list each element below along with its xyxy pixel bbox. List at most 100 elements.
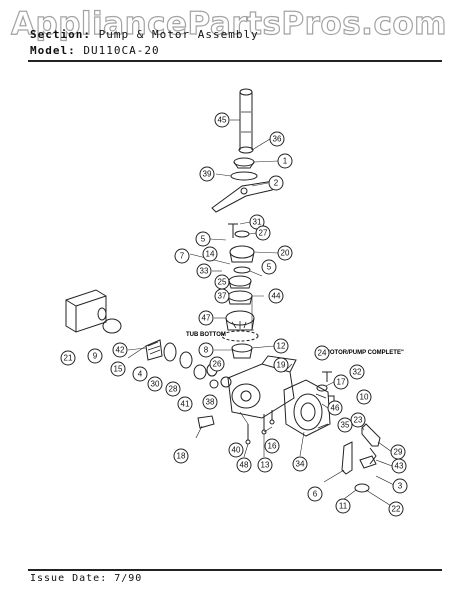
svg-text:31: 31	[253, 218, 262, 227]
callout-37: 37	[214, 288, 230, 304]
svg-text:46: 46	[331, 404, 340, 413]
svg-text:20: 20	[281, 249, 290, 258]
svg-text:33: 33	[200, 267, 209, 276]
svg-text:36: 36	[273, 135, 282, 144]
callout-44: 44	[268, 288, 284, 304]
svg-text:43: 43	[395, 462, 404, 471]
tub-bottom-note: TUB BOTTOM	[186, 332, 226, 338]
section-heading: Section: Pump & Motor Assembly	[30, 28, 259, 41]
motor-pump-note: "MOTOR/PUMP COMPLETE"	[322, 350, 404, 356]
svg-text:38: 38	[206, 398, 215, 407]
model-label: Model:	[30, 44, 76, 57]
svg-text:15: 15	[114, 365, 123, 374]
callout-28: 28	[165, 381, 181, 397]
callout-43: 43	[391, 458, 407, 474]
callout-38: 38	[202, 394, 218, 410]
footer-rule	[28, 569, 442, 571]
svg-text:32: 32	[353, 368, 362, 377]
svg-text:19: 19	[277, 361, 286, 370]
callout-9: 9	[87, 348, 103, 364]
svg-text:42: 42	[116, 346, 125, 355]
watermark-logo: AppliancePartsPros.com	[10, 5, 447, 42]
callout-13: 13	[257, 457, 273, 473]
callout-23: 23	[350, 412, 366, 428]
callout-7: 7	[174, 248, 190, 264]
callout-14: 14	[202, 246, 218, 262]
section-value: Pump & Motor Assembly	[98, 28, 259, 41]
svg-text:11: 11	[339, 502, 348, 511]
svg-text:41: 41	[181, 400, 190, 409]
callout-8: 8	[198, 342, 214, 358]
callout-29: 29	[390, 444, 406, 460]
callout-16: 16	[264, 438, 280, 454]
callout-42: 42	[112, 342, 128, 358]
svg-text:2: 2	[274, 179, 279, 188]
callout-48: 48	[236, 457, 252, 473]
svg-text:45: 45	[218, 116, 227, 125]
callout-18: 18	[173, 448, 189, 464]
svg-text:40: 40	[232, 446, 241, 455]
callout-6: 6	[307, 486, 323, 502]
svg-text:16: 16	[268, 442, 277, 451]
callout-3: 3	[392, 478, 408, 494]
svg-text:13: 13	[261, 461, 270, 470]
callout-33: 33	[196, 263, 212, 279]
svg-text:21: 21	[64, 354, 73, 363]
callout-25: 25	[214, 274, 230, 290]
callout-12: 12	[273, 338, 289, 354]
svg-text:22: 22	[392, 505, 401, 514]
svg-text:28: 28	[169, 385, 178, 394]
callout-21: 21	[60, 350, 76, 366]
svg-text:30: 30	[151, 380, 160, 389]
svg-text:24: 24	[318, 349, 327, 358]
svg-text:4: 4	[138, 370, 143, 379]
callout-39: 39	[199, 166, 215, 182]
issue-date: Issue Date: 7/90	[30, 573, 143, 584]
callout-34: 34	[292, 456, 308, 472]
svg-text:27: 27	[259, 229, 268, 238]
callout-32: 32	[349, 364, 365, 380]
header-rule	[28, 60, 442, 62]
callout-4: 4	[132, 366, 148, 382]
svg-text:18: 18	[177, 452, 186, 461]
callout-41: 41	[177, 396, 193, 412]
svg-text:44: 44	[272, 292, 281, 301]
callout-40: 40	[228, 442, 244, 458]
model-value: DU110CA-20	[83, 44, 160, 57]
svg-text:48: 48	[240, 461, 249, 470]
svg-text:23: 23	[354, 416, 363, 425]
svg-text:9: 9	[93, 352, 98, 361]
callout-17: 17	[333, 374, 349, 390]
callout-46: 46	[327, 400, 343, 416]
callout-20: 20	[277, 245, 293, 261]
svg-text:8: 8	[204, 346, 209, 355]
callout-5: 5	[195, 231, 211, 247]
svg-text:3: 3	[398, 482, 403, 491]
svg-text:25: 25	[218, 278, 227, 287]
callout-27: 27	[255, 225, 271, 241]
svg-text:34: 34	[296, 460, 305, 469]
callout-22: 22	[388, 501, 404, 517]
callout-35: 35	[337, 417, 353, 433]
callout-26: 26	[209, 356, 225, 372]
svg-text:14: 14	[206, 250, 215, 259]
svg-text:17: 17	[337, 378, 346, 387]
callout-47: 47	[198, 310, 214, 326]
svg-text:5: 5	[201, 235, 206, 244]
svg-text:47: 47	[202, 314, 211, 323]
callout-2: 2	[268, 175, 284, 191]
model-heading: Model: DU110CA-20	[30, 44, 160, 57]
svg-text:39: 39	[203, 170, 212, 179]
svg-text:7: 7	[180, 252, 185, 261]
callout-5b: 5	[261, 259, 277, 275]
callout-30: 30	[147, 376, 163, 392]
callout-1: 1	[277, 153, 293, 169]
callout-19: 19	[273, 357, 289, 373]
exploded-parts-diagram: TUB BOTTOM "MOTOR/PUMP COMPLETE" 45 36 1…	[60, 88, 408, 517]
callout-45: 45	[214, 112, 230, 128]
svg-text:12: 12	[277, 342, 286, 351]
callout-24: 24	[314, 345, 330, 361]
callout-11: 11	[335, 498, 351, 514]
svg-text:35: 35	[341, 421, 350, 430]
svg-text:10: 10	[360, 393, 369, 402]
